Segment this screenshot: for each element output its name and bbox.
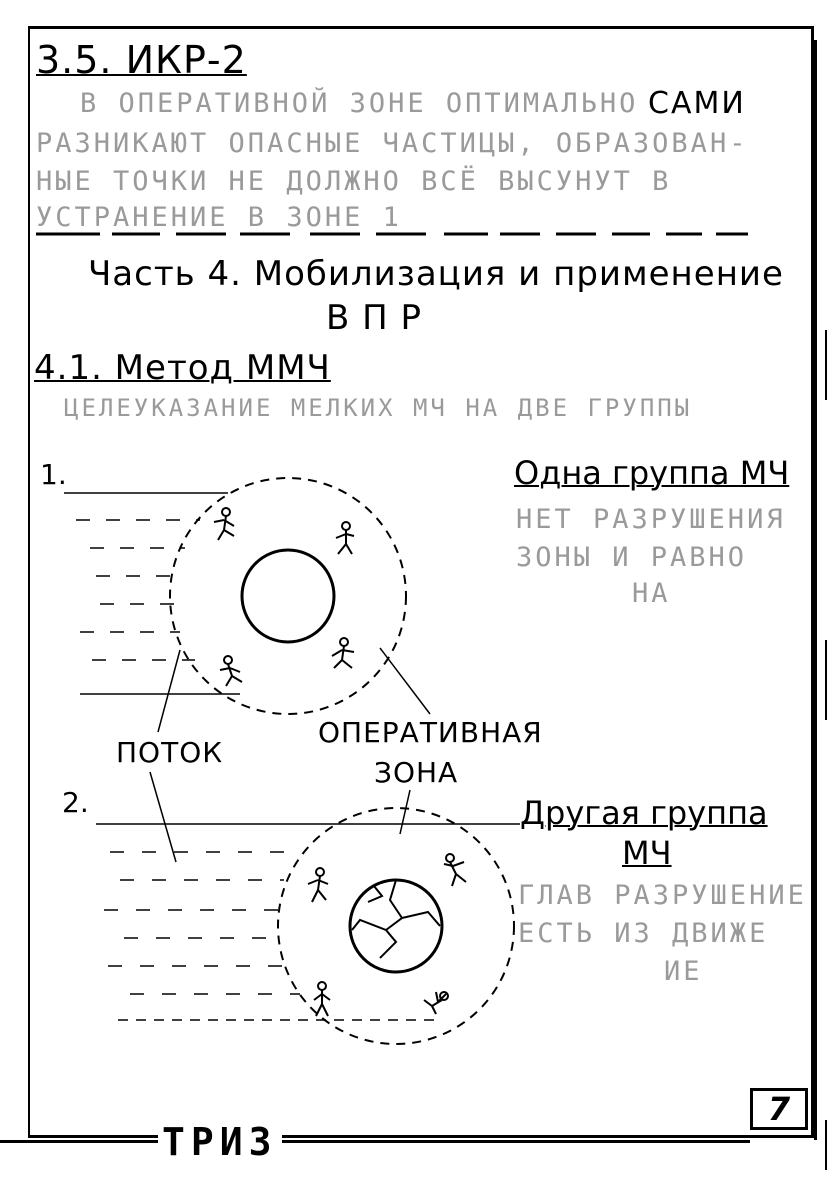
flow-1: [64, 492, 240, 695]
group-1-line1: НЕТ РАЗРУШЕНИЯ: [516, 504, 786, 535]
group-2-line2: ЕСТЬ ИЗ ДВИЖЕ: [518, 918, 769, 949]
core-intact: [240, 548, 336, 644]
zone-label-cont: зона: [374, 756, 459, 789]
section-35-line2: РАЗНИКАЮТ ОПАСНЫЕ ЧАСТИЦЫ, ОБРАЗОВАН-: [36, 128, 749, 159]
particle-figure: [219, 655, 243, 687]
group-2-title-cont: МЧ: [622, 834, 672, 872]
leader-lines: [149, 647, 431, 863]
flow-label: Поток: [116, 736, 224, 769]
section-35-title: 3.5. ИКР-2: [36, 38, 247, 82]
group-2-line1: ГЛАВ РАЗРУШЕНИЕ: [518, 880, 807, 911]
page-frame: [28, 26, 814, 1138]
operative-zone-2: [277, 807, 515, 1045]
diagram-marker-2: 2.: [62, 786, 89, 819]
part-4-title: Часть 4. Мобилизация и применение: [88, 254, 784, 294]
group-1-line3: НА: [632, 578, 671, 609]
particles-group-2: [307, 853, 467, 1017]
core-broken: [348, 878, 444, 974]
zone-label: Оперативная: [318, 716, 543, 749]
group-2-line3: ИЕ: [664, 956, 703, 987]
particle-figure: [307, 867, 329, 903]
section-35-line1-tail: САМИ: [648, 86, 746, 121]
footer-rule-right: [280, 1140, 750, 1143]
particle-figure: [331, 637, 355, 669]
frame-shadow: [814, 40, 817, 1140]
flow-2: [96, 823, 520, 1021]
particle-figure: [443, 853, 467, 887]
particle-figure: [313, 981, 331, 1017]
particle-figure: [335, 521, 355, 555]
section-41-title: 4.1. Метод ММЧ: [34, 348, 331, 388]
group-1-title: Одна группа МЧ: [514, 454, 790, 492]
particle-figure: [213, 507, 235, 541]
section-35-line3: НЫЕ ТОЧКИ НЕ ДОЛЖНО ВСЁ ВЫСУНУТ В: [36, 166, 672, 197]
page-number: 7: [750, 1088, 808, 1130]
section-35-line1: В ОПЕРАТИВНОЙ ЗОНЕ ОПТИМАЛЬНО: [80, 88, 639, 119]
part-4-subtitle: В П Р: [326, 298, 423, 338]
section-41-subtitle: ЦЕЛЕУКАЗАНИЕ МЕЛКИХ МЧ НА ДВЕ ГРУППЫ: [64, 394, 693, 422]
group-1-line2: ЗОНЫ И РАВНО: [516, 542, 748, 573]
group-2-title: Другая группа: [520, 794, 768, 832]
particles-group-1: [213, 507, 355, 687]
section-35-line4: УСТРАНЕНИЕ В ЗОНЕ 1: [36, 202, 402, 233]
footer-rule-left: [0, 1140, 160, 1143]
footer-brand: ТРИЗ: [158, 1120, 282, 1164]
particle-figure: [423, 991, 449, 1015]
operative-zone-1: [169, 477, 407, 715]
diagram-marker-1: 1.: [40, 458, 67, 491]
